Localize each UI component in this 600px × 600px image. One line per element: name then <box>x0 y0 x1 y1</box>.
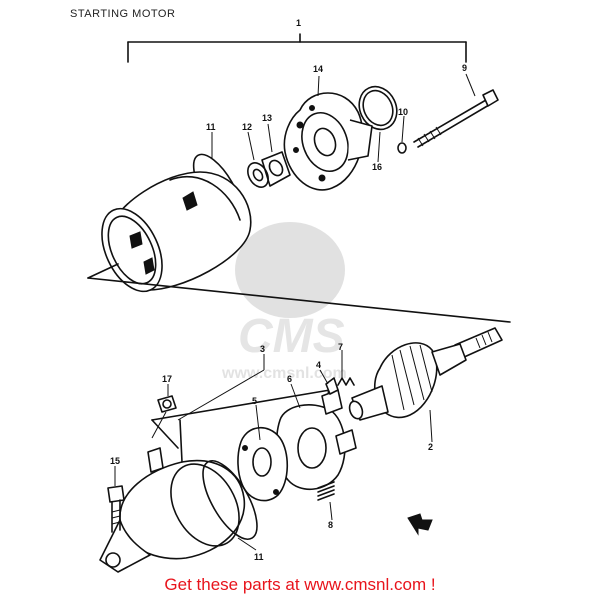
through-bolt <box>413 89 499 148</box>
o-ring <box>358 85 398 131</box>
washer <box>397 142 407 154</box>
brush-holder <box>275 389 357 491</box>
assembly-line-2 <box>151 389 331 421</box>
callout-11-upper: 11 <box>206 122 216 132</box>
shim-washers <box>247 151 291 188</box>
callout-1: 1 <box>296 18 301 28</box>
insulator-plate <box>237 427 289 502</box>
front-cover <box>99 419 246 573</box>
footer-link[interactable]: Get these parts at www.cmsnl.com ! <box>164 575 436 594</box>
assembly-line-1 <box>87 277 511 323</box>
direction-arrow-icon <box>407 513 433 536</box>
cms-watermark-logo: CMS www.cmsnl.com <box>221 222 347 382</box>
brush-spring-upper <box>337 377 355 386</box>
page-title: STARTING MOTOR <box>70 8 176 20</box>
terminal-screw <box>151 395 177 439</box>
callout-5: 5 <box>252 396 257 406</box>
callout-13: 13 <box>262 113 272 123</box>
callout-10: 10 <box>398 107 408 117</box>
callout-numbers: 1 9 14 10 16 11 12 13 3 7 4 6 5 2 17 15 … <box>110 18 467 562</box>
brush <box>325 377 339 395</box>
callout-2: 2 <box>428 442 433 452</box>
leader-9 <box>465 73 476 97</box>
yoke-housing <box>101 171 252 293</box>
callout-15: 15 <box>110 456 120 466</box>
o-ring-lower <box>202 460 258 540</box>
watermark-cms-text: CMS <box>238 310 345 363</box>
callout-14: 14 <box>313 64 323 74</box>
brush-spring-lower <box>317 481 335 501</box>
callout-12: 12 <box>242 122 252 132</box>
watermark-url-text: www.cmsnl.com <box>221 365 347 382</box>
callout-8: 8 <box>328 520 333 530</box>
mounting-bolt <box>107 485 125 533</box>
callout-17: 17 <box>162 374 172 384</box>
leader-lines <box>114 75 433 551</box>
callout-bracket-1 <box>127 33 467 63</box>
callout-4: 4 <box>316 360 321 370</box>
callout-16: 16 <box>372 162 382 172</box>
callout-7: 7 <box>338 342 343 352</box>
armature <box>348 327 503 421</box>
callout-9: 9 <box>462 63 467 73</box>
callout-11-lower: 11 <box>254 552 264 562</box>
rear-end-cover <box>283 92 373 191</box>
callout-6: 6 <box>287 374 292 384</box>
callout-3: 3 <box>260 344 265 354</box>
